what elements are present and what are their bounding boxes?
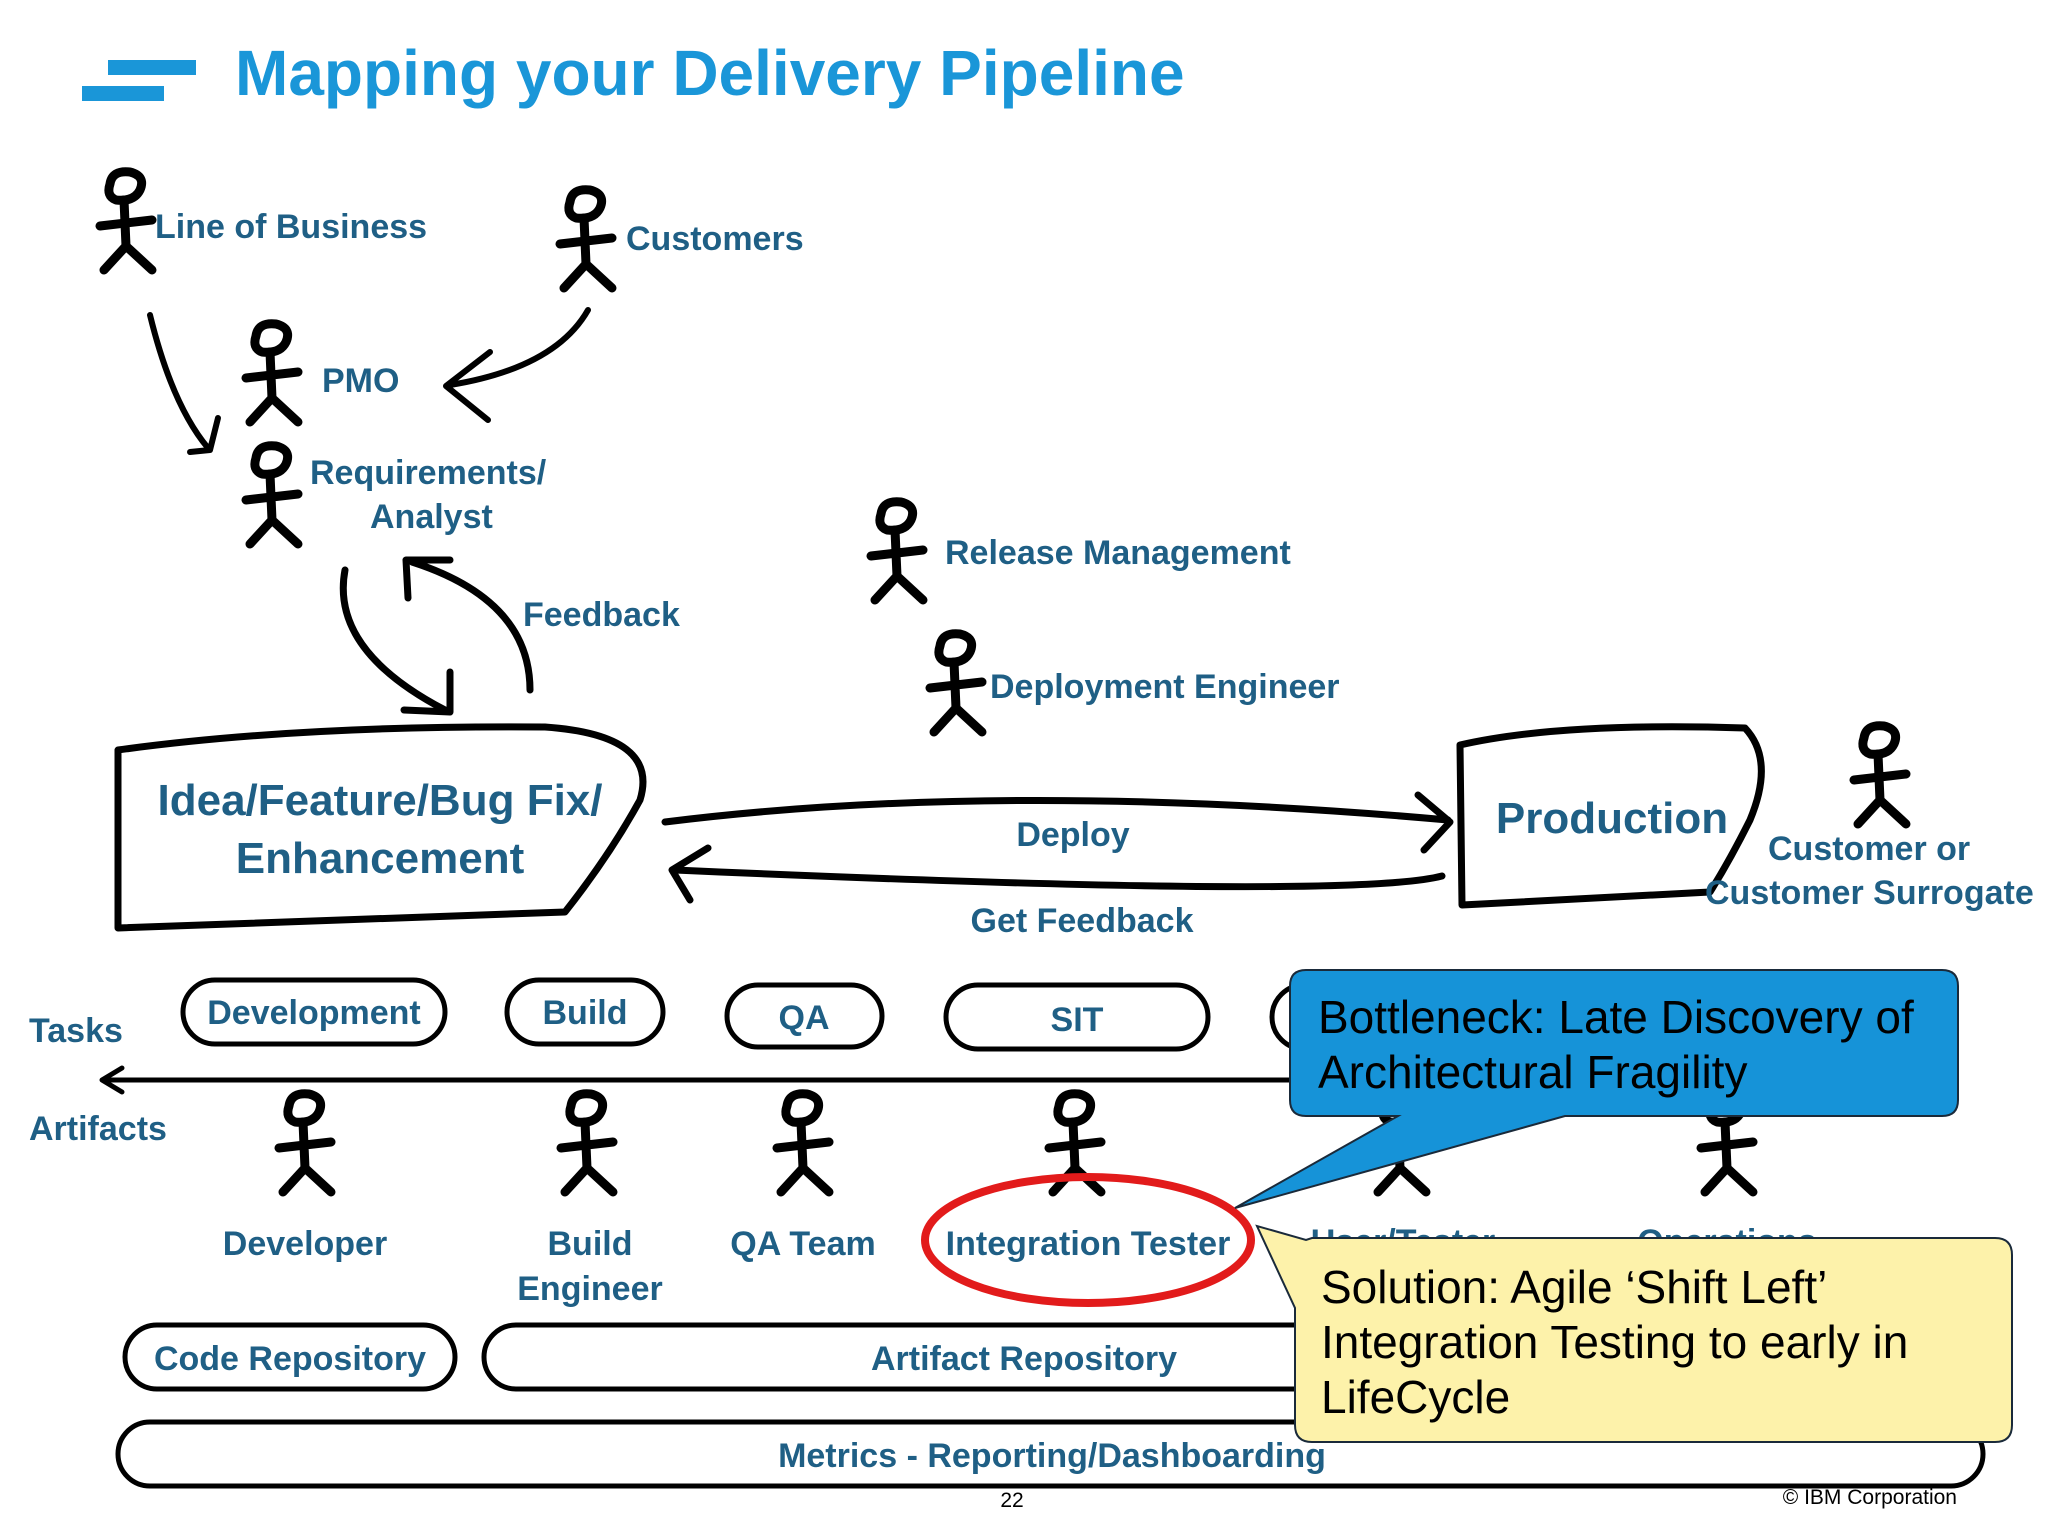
feedback-label: Feedback [523,596,680,634]
role-customer-line1: Customer or [1768,830,1970,868]
stage-build [504,977,666,1047]
role-build-engineer-line1: Build [548,1225,633,1263]
get-feedback-label: Get Feedback [971,902,1194,940]
page-number: 22 [1000,1489,1023,1512]
stage-sit-label: SIT [1051,1001,1104,1039]
stage-qa [724,982,885,1050]
bottleneck-text-line2: Architectural Fragility [1318,1046,1747,1098]
requirements-analyst-figure-icon [246,446,298,544]
lane-tasks: Tasks [29,1012,123,1050]
role-requirements-line1: Requirements/ [310,454,547,492]
idea-box [114,723,647,932]
solution-text-line3: LifeCycle [1321,1371,1510,1423]
lane-artifacts: Artifacts [29,1110,167,1148]
deployment-engineer-figure-icon [930,634,982,732]
stage-build-label: Build [543,994,628,1032]
integration-tester-highlight [921,1173,1255,1307]
page-title: Mapping your Delivery Pipeline [235,37,1185,109]
build-engineer-figure-icon [561,1094,613,1192]
developer-figure-icon [279,1094,331,1192]
release-management-figure-icon [871,502,923,600]
requirements-to-idea-arrow-icon [339,566,454,716]
role-release-management: Release Management [945,534,1291,572]
stage-development-label: Development [207,994,421,1032]
idea-label-line2: Enhancement [236,834,525,883]
production-box [1456,723,1765,909]
role-line-of-business: Line of Business [155,208,427,246]
role-requirements-line2: Analyst [370,498,493,536]
role-deployment-engineer: Deployment Engineer [990,668,1340,706]
stage-development [180,977,448,1047]
metrics-dashboard-label: Metrics - Reporting/Dashboarding [778,1437,1326,1475]
role-integration-tester: Integration Tester [946,1225,1231,1263]
role-pmo: PMO [322,362,399,400]
pmo-figure-icon [246,324,298,422]
customers-figure-icon [560,190,612,288]
stage-sit [943,982,1211,1052]
customers-to-pmo-arrow-icon [443,307,591,423]
stage-qa-label: QA [779,999,830,1037]
code-repository-box [122,1322,458,1392]
role-build-engineer-line2: Engineer [517,1270,662,1308]
bottleneck-callout [1234,969,1959,1209]
solution-text-line2: Integration Testing to early in [1321,1316,1908,1368]
production-label: Production [1496,794,1728,843]
feedback-arrow-icon [402,556,534,694]
lob-to-requirements-arrow-icon [147,312,221,455]
line-of-business-figure-icon [100,172,152,270]
deploy-label: Deploy [1016,816,1129,854]
code-repository-label: Code Repository [154,1340,426,1378]
role-qa-team: QA Team [730,1225,875,1263]
qa-team-figure-icon [777,1094,829,1192]
role-customers: Customers [626,220,804,258]
solution-callout [1255,1224,2013,1443]
bottleneck-text-line1: Bottleneck: Late Discovery of [1318,991,1914,1043]
idea-label-line1: Idea/Feature/Bug Fix/ [158,776,603,825]
header-logo-icon [82,60,196,101]
customer-figure-icon [1854,726,1906,824]
role-developer: Developer [223,1225,387,1263]
copyright: © IBM Corporation [1783,1486,1957,1509]
get-feedback-arrow-icon [668,844,1446,904]
role-customer-line2: Customer Surrogate [1705,874,2034,912]
tasks-artifacts-divider-arrow-icon [99,1065,1303,1095]
solution-text-line1: Solution: Agile ‘Shift Left’ [1321,1261,1827,1313]
deploy-arrow-icon [661,791,1454,854]
artifact-repository-label: Artifact Repository [871,1340,1177,1378]
